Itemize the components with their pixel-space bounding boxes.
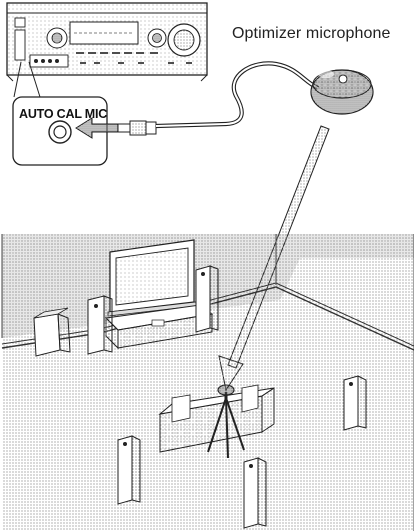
microphone-label: Optimizer microphone — [232, 25, 391, 43]
speaker-icon — [118, 436, 140, 504]
speaker-icon — [196, 266, 218, 332]
receiver-icon — [7, 3, 207, 81]
room-scene — [2, 234, 414, 531]
speaker-icon — [344, 376, 366, 430]
microphone-icon — [311, 70, 373, 114]
tv-icon — [108, 240, 196, 316]
jack-label: AUTO CAL MIC — [19, 107, 107, 121]
mic-jack-icon — [49, 121, 71, 143]
speaker-icon — [244, 458, 266, 528]
cable-plug-icon — [118, 121, 156, 135]
speaker-icon — [88, 296, 112, 354]
